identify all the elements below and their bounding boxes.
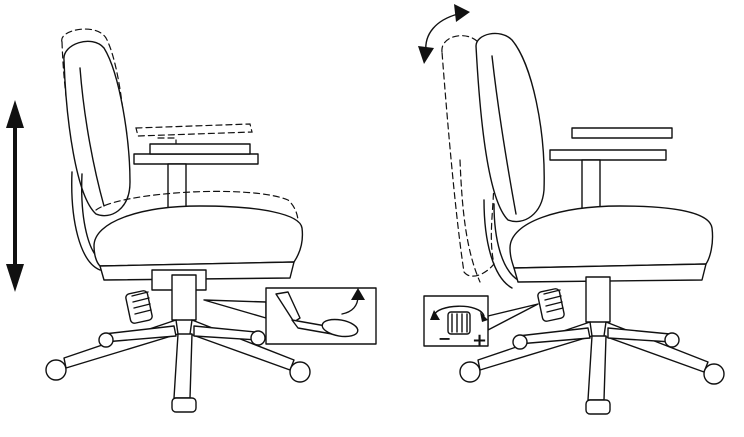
knob-callout: − +	[423, 295, 489, 351]
tension-knob	[537, 288, 565, 322]
minus-sign: −	[438, 329, 451, 348]
lever-callout	[265, 287, 377, 345]
backrest	[475, 32, 545, 223]
lever-icon	[275, 291, 359, 338]
gas-lift-knob	[125, 290, 153, 324]
height-adjustment-figure	[6, 28, 377, 413]
tension-knob-icon: − +	[430, 305, 488, 351]
armrest-raised	[135, 123, 253, 169]
plus-sign: +	[472, 330, 487, 351]
tilt-adjustment-figure: − +	[418, 4, 725, 415]
curved-double-arrow-icon	[418, 4, 470, 64]
double-arrow-vertical-icon	[6, 100, 24, 292]
seat	[509, 205, 714, 269]
seat	[93, 205, 304, 267]
up-arrow-icon	[341, 288, 365, 315]
backrest	[63, 40, 131, 217]
backrest-reclined-outline	[441, 35, 495, 277]
